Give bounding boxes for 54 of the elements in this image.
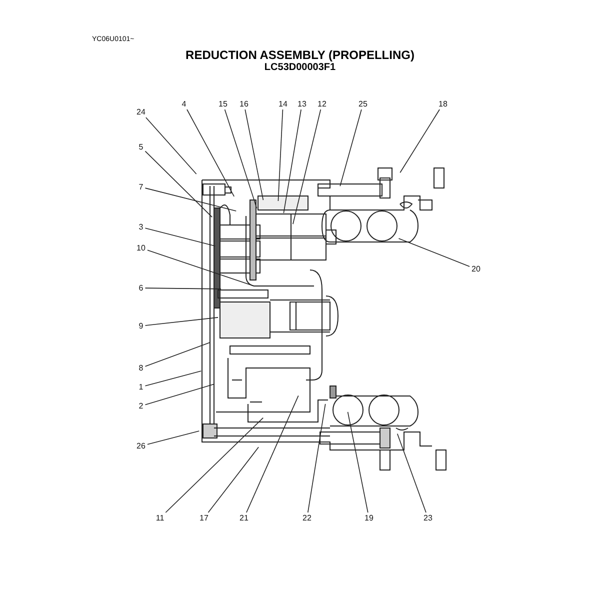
leader-line	[283, 109, 302, 214]
leader-line	[307, 404, 326, 513]
leader-line	[144, 317, 218, 326]
leader-line	[144, 228, 216, 246]
leader-line	[398, 238, 470, 267]
callout-number: 24	[136, 108, 146, 116]
callout-number: 6	[138, 284, 144, 292]
leader-line	[224, 109, 258, 209]
leader-line	[165, 417, 264, 513]
callout-number: 15	[218, 100, 228, 108]
callout-number: 13	[296, 100, 308, 108]
leader-line	[146, 117, 197, 174]
callout-number: 21	[238, 514, 250, 522]
callout-number: 17	[198, 514, 210, 522]
callout-number: 11	[154, 514, 166, 522]
diagram-title: REDUCTION ASSEMBLY (PROPELLING)	[184, 48, 416, 62]
callout-number: 3	[138, 222, 144, 232]
callout-number: 23	[422, 514, 434, 522]
leader-line	[278, 109, 284, 202]
leader-line	[340, 109, 362, 187]
callout-number: 19	[364, 514, 374, 522]
leader-line	[347, 412, 368, 513]
callout-number: 2	[138, 402, 144, 410]
leader-line	[147, 250, 254, 286]
leader-line	[144, 384, 215, 406]
leader-line	[246, 395, 299, 513]
leader-line	[144, 288, 222, 290]
part-number: LC53D00003F1	[263, 62, 337, 73]
leader-line	[244, 109, 264, 200]
callout-number: 18	[438, 100, 448, 108]
leader-line	[208, 446, 259, 513]
leader-line	[144, 370, 202, 386]
leader-line	[144, 150, 213, 218]
callout-number: 12	[316, 100, 328, 108]
leader-line	[396, 433, 426, 513]
callout-number: 1	[138, 382, 144, 392]
callout-number: 22	[302, 514, 312, 522]
callout-number: 14	[278, 100, 288, 108]
leader-line	[147, 430, 200, 445]
callout-number: 7	[138, 182, 144, 192]
callout-number: 16	[238, 100, 250, 108]
callout-number: 9	[138, 322, 144, 330]
callout-number: 5	[138, 142, 144, 152]
leader-line	[400, 109, 440, 174]
leader-line	[186, 109, 234, 197]
leader-line	[144, 188, 237, 212]
callout-number: 10	[136, 244, 146, 252]
callout-number: 25	[358, 100, 368, 108]
callout-number: 20	[470, 264, 482, 274]
callout-number: 8	[138, 364, 144, 372]
leader-line	[292, 109, 322, 225]
callout-number: 4	[180, 100, 188, 108]
callout-number: 26	[136, 442, 146, 450]
leader-line	[144, 342, 211, 367]
